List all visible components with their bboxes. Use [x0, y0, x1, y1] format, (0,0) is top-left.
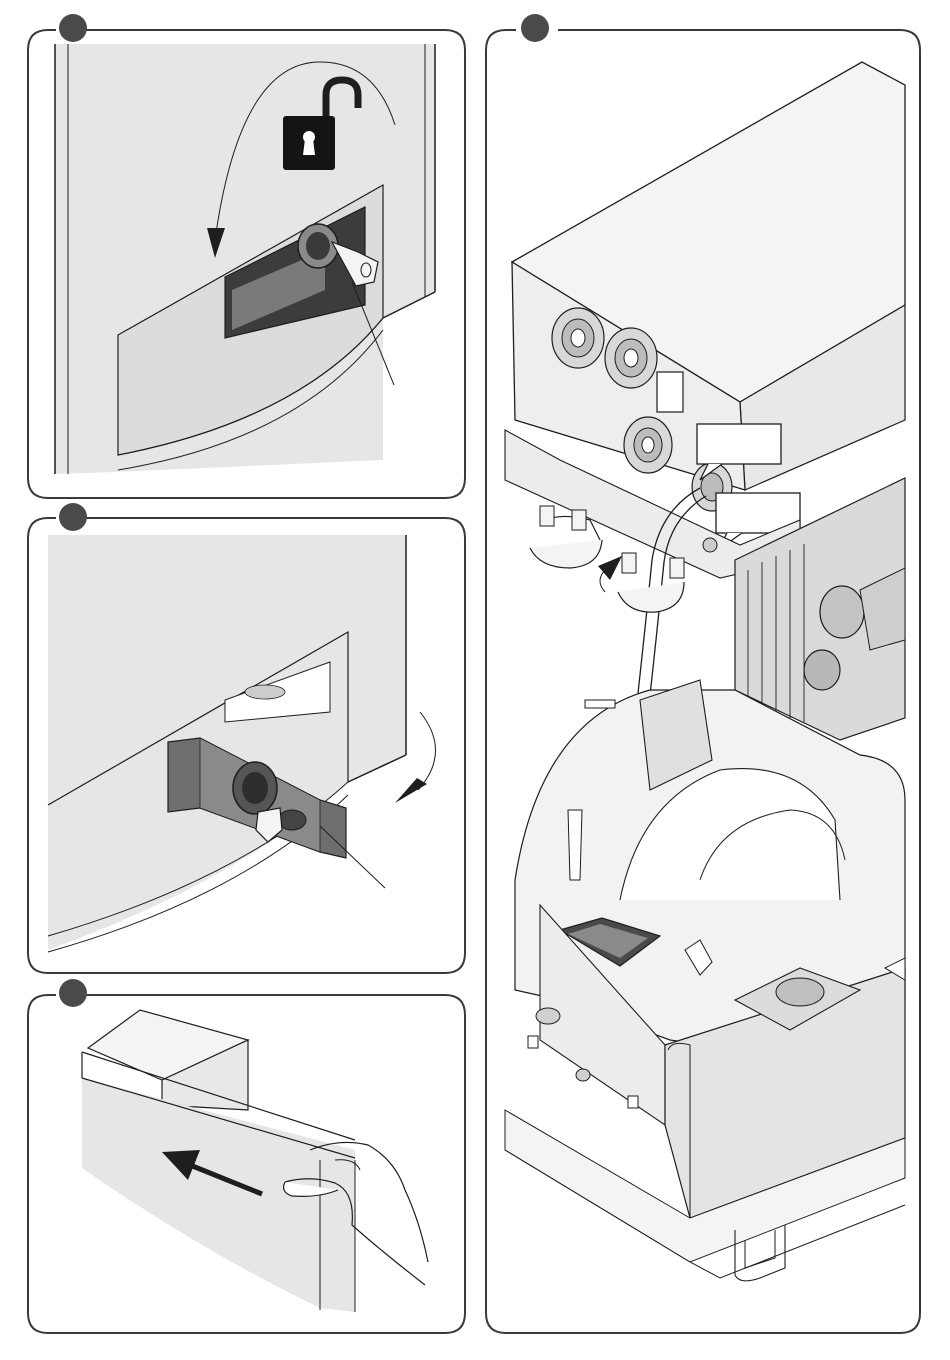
step-indicator-dot [59, 503, 87, 531]
callout-box [697, 424, 781, 464]
cabinet-surface [48, 535, 406, 950]
cable-clip [618, 553, 684, 612]
cable-gland [552, 308, 604, 368]
step-indicator-dot [59, 14, 87, 42]
step-indicator-dot [521, 14, 549, 42]
panel-release-latch [28, 503, 465, 973]
cable-gland [624, 417, 672, 473]
panel-slide-cover [28, 979, 465, 1333]
panel-unlock-lid [28, 14, 465, 498]
leader-line [320, 826, 385, 888]
step-indicator-dot [59, 979, 87, 1007]
clockwise-arrow [418, 712, 436, 790]
cable-gland [605, 328, 657, 388]
panel-route-cable [486, 14, 920, 1333]
